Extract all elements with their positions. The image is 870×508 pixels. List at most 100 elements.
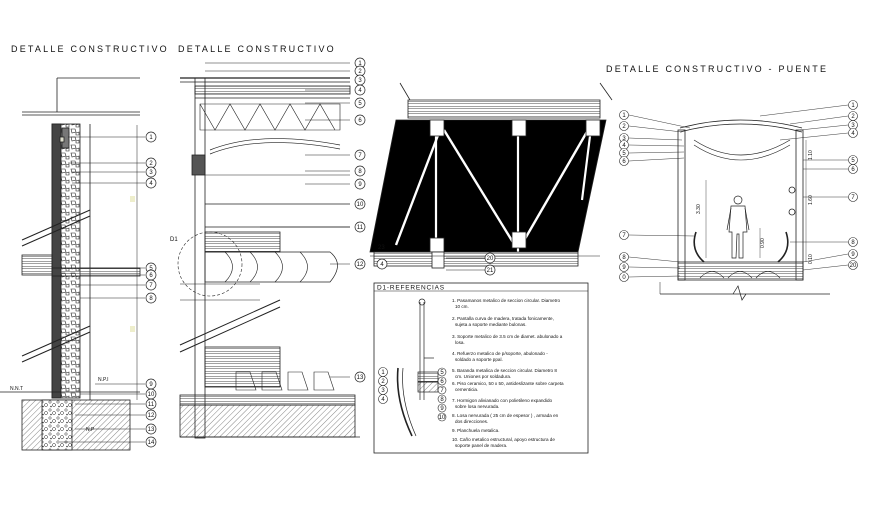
- callout-bubble: 2: [848, 111, 858, 121]
- callout-number: 12: [148, 413, 155, 419]
- callout-bubble: 3: [848, 120, 858, 130]
- callout-bubble: 11: [145, 398, 157, 410]
- callout-number: 4: [358, 88, 362, 94]
- callout-number: 7: [440, 388, 444, 394]
- callout-bubble: 7: [354, 149, 366, 161]
- callout-bubble: 4: [378, 394, 388, 404]
- callout-number: 10: [439, 415, 446, 421]
- detail-title-left: DETALLE CONSTRUCTIVO: [11, 44, 169, 54]
- callout-number: 8: [358, 169, 362, 175]
- callout-number: 4: [622, 143, 626, 149]
- callout-number: 4: [381, 397, 385, 403]
- callout-bubble: 8: [437, 394, 447, 404]
- d1-detail-drawing: [396, 298, 439, 437]
- callout-bubble: 9: [619, 262, 629, 272]
- callout-number: 1: [622, 113, 626, 119]
- callout-bubble: 7: [848, 192, 858, 202]
- callout-number: 1: [358, 61, 362, 67]
- reference-item: cm. Uniones por soldadura.: [455, 374, 511, 379]
- reference-item: 8. Losa nervurada ( 25 cm de espesor ) ,…: [452, 413, 559, 418]
- callout-bubble: 5: [354, 97, 366, 109]
- callout-bubble: 4: [619, 140, 629, 150]
- callout-number: 10: [357, 202, 364, 208]
- callout-number: 2: [358, 69, 362, 75]
- callout-bubble: 5: [848, 155, 858, 165]
- reference-item: dos direcciones.: [455, 419, 488, 424]
- callout-number: 11: [357, 225, 364, 231]
- callout-number: 9: [440, 406, 444, 412]
- callout-number: 13: [148, 427, 155, 433]
- callout-bubble: 5: [437, 367, 447, 377]
- callout-bubble: 7: [437, 385, 447, 395]
- callout-number: 8: [622, 255, 626, 261]
- detail-2-callouts: 1 2 3 4 5 6 7 8 9 10 11 12 13: [354, 57, 366, 383]
- callout-number: 2: [149, 161, 153, 167]
- truss-callouts: 4 23 20 21: [376, 245, 496, 276]
- callout-bubble: 13: [145, 423, 157, 435]
- callout-number: 7: [851, 195, 855, 201]
- callout-bubble: 5: [619, 148, 629, 158]
- callout-bubble: 9: [848, 249, 858, 259]
- bridge-section: [659, 119, 830, 301]
- callout-bubble: 9: [437, 403, 447, 413]
- callout-number: 7: [358, 153, 362, 159]
- callout-number: 5: [149, 266, 153, 272]
- reference-item: losa.: [455, 340, 465, 345]
- callout-number: 8: [149, 296, 153, 302]
- callout-number: 5: [851, 158, 855, 164]
- callout-number: 5: [358, 101, 362, 107]
- bridge-callouts-right: 1 2 3 4 5 6 7 8 9 20: [848, 100, 858, 270]
- callout-number: 11: [148, 402, 155, 408]
- reference-item: 1. Pasamanos metalico de seccion circula…: [452, 298, 560, 303]
- callout-bubble: 1: [354, 57, 366, 69]
- callout-bubble: 20: [848, 260, 858, 270]
- callout-bubble: 1: [378, 367, 388, 377]
- callout-bubble: 3: [145, 166, 157, 178]
- dimension-label: 1.60: [808, 195, 814, 205]
- callout-number: 6: [358, 118, 362, 124]
- dimension-label: 3.30: [696, 204, 702, 214]
- callout-bubble: 10: [437, 412, 447, 422]
- detail-1-wall-section: [0, 77, 145, 451]
- callout-bubble: 10: [354, 198, 366, 210]
- callout-bubble: 4: [376, 258, 388, 270]
- callout-number: 3: [381, 388, 385, 394]
- callout-bubble: 12: [145, 409, 157, 421]
- callout-number: 10: [148, 392, 155, 398]
- callout-number: 1: [149, 135, 153, 141]
- reference-item: 3. Soporte metalico de 3.5 cm de diamet.…: [452, 334, 563, 339]
- callout-number: 3: [851, 123, 855, 129]
- detail-title-middle: DETALLE CONSTRUCTIVO: [178, 44, 336, 54]
- reference-item: soporte panel de madera.: [455, 443, 507, 448]
- callout-number: 9: [149, 382, 153, 388]
- callout-bubble: 8: [619, 252, 629, 262]
- level-label-npi: N.P.I: [98, 377, 108, 383]
- callout-number: 7: [622, 233, 626, 239]
- callout-bubble: 7: [619, 230, 629, 240]
- callout-bubble: 21: [484, 264, 496, 276]
- reference-item: 9. Planchuela metalica.: [452, 428, 500, 433]
- callout-number: 6: [622, 159, 626, 165]
- callout-bubble: 0: [619, 272, 629, 282]
- callout-bubble: 6: [354, 114, 366, 126]
- dimension-label: 0.90: [760, 238, 766, 248]
- reference-item: sobre losa nervurada.: [455, 404, 499, 409]
- callout-number: 1: [851, 103, 855, 109]
- callout-bubble: 1: [619, 110, 629, 120]
- callout-number: 1: [381, 370, 385, 376]
- bridge-leader-lines: [628, 104, 849, 278]
- callout-number: 3: [149, 170, 153, 176]
- callout-bubble: 6: [619, 156, 629, 166]
- callout-bubble: 2: [145, 157, 157, 169]
- callout-number: 5: [622, 151, 626, 157]
- callout-bubble: 4: [848, 128, 858, 138]
- callout-bubble: 6: [145, 269, 157, 281]
- section-mark-d1: D1: [170, 237, 178, 243]
- callout-bubble: 4: [145, 177, 157, 189]
- reference-item: cementicia.: [455, 387, 478, 392]
- callout-bubble: 12: [354, 258, 366, 270]
- reference-item: 6. Piso ceramico, 50 x 50, antideslizant…: [452, 381, 564, 386]
- callout-bubble: 3: [354, 74, 366, 86]
- callout-number: 9: [622, 265, 626, 271]
